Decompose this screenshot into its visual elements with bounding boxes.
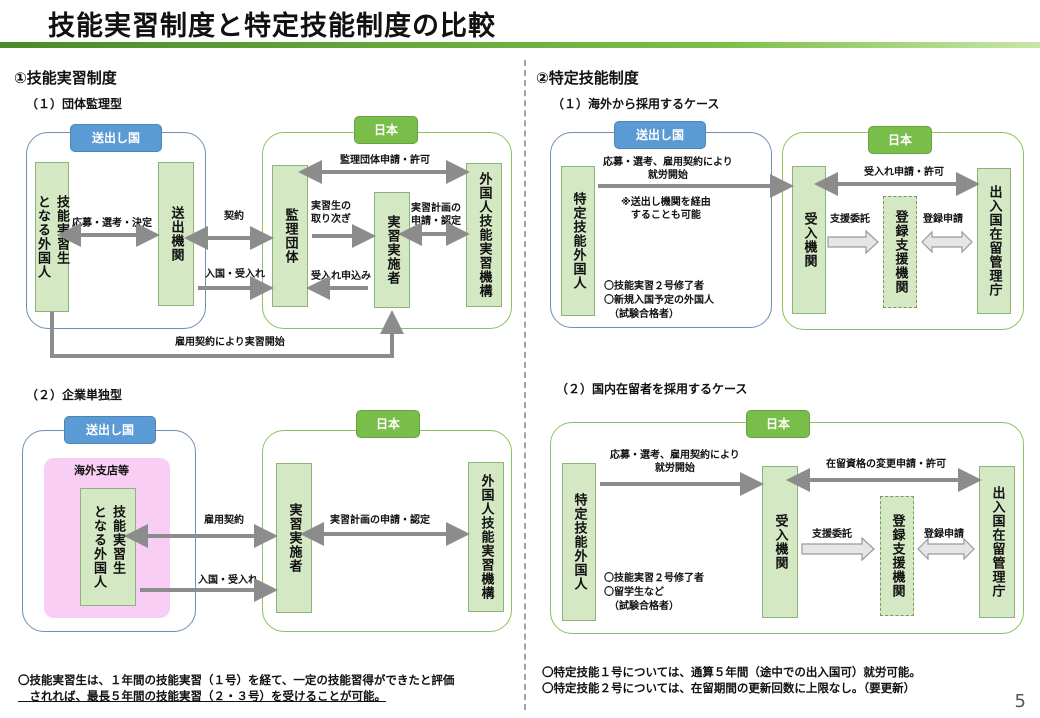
arrow-employment bbox=[50, 310, 404, 358]
section-divider bbox=[524, 60, 526, 710]
left-heading: ①技能実習制度 bbox=[14, 69, 117, 87]
right-case1-subheading: （１）海外から採用するケース bbox=[552, 97, 720, 111]
recruit-label-r1: 応募・選考、雇用契約により 就労開始 bbox=[603, 157, 733, 181]
page-number: 5 bbox=[1014, 691, 1026, 712]
status-change-label: 在留資格の変更申請・許可 bbox=[826, 459, 946, 470]
left-case2-subheading: （２）企業単独型 bbox=[26, 388, 123, 402]
recruit-label-r2: 応募・選考、雇用契約により 就労開始 bbox=[610, 450, 740, 474]
left-case1-subheading: （１）団体監理型 bbox=[26, 97, 123, 111]
supervising-org-box: 監理団体 bbox=[272, 165, 308, 307]
condition-r2-3: （試験合格者） bbox=[604, 601, 679, 612]
support-org-box-r1: 登録支援機関 bbox=[883, 196, 917, 308]
condition-r1-3: （試験合格者） bbox=[604, 309, 679, 320]
register-label-r2: 登録申請 bbox=[924, 529, 964, 540]
plan-apply-label-2: 実習計画の申請・認定 bbox=[330, 515, 430, 526]
via-agency-label: ※送出し機関を経由 することも可能 bbox=[621, 197, 711, 221]
support-org-box-r2: 登録支援機関 bbox=[880, 496, 914, 616]
accept-apply-label: 受入れ申込み bbox=[311, 271, 371, 282]
entry-label: 入国・受入れ bbox=[205, 269, 265, 280]
sending-country-label: 送出し国 bbox=[70, 124, 162, 152]
immigration-box-r2: 出入国在留管理庁 bbox=[979, 466, 1015, 618]
worker-box-r2: 特定技能外国人 bbox=[562, 463, 596, 621]
condition-r1-1: 〇技能実習２号修了者 bbox=[604, 281, 704, 292]
right-note-2: 〇特定技能２号については、在留期間の更新回数に上限なし。（要更新） bbox=[542, 681, 916, 695]
title-bar bbox=[0, 42, 1040, 48]
right-case2-subheading: （２）国内在留者を採用するケース bbox=[556, 382, 748, 396]
condition-r2-1: 〇技能実習２号修了者 bbox=[604, 573, 704, 584]
employment-start-label: 雇用契約により実習開始 bbox=[175, 337, 285, 348]
page-title: 技能実習制度と特定技能制度の比較 bbox=[48, 11, 496, 42]
contract-label: 契約 bbox=[224, 211, 244, 222]
right-heading: ②特定技能制度 bbox=[536, 69, 639, 87]
left-note-1: 〇技能実習生は、１年間の技能実習（１号）を経て、一定の技能習得ができたと評価 bbox=[18, 673, 455, 687]
arrow-support-r2 bbox=[801, 536, 875, 562]
arrow-register-r2 bbox=[917, 537, 975, 561]
left-note-2: されれば、最長５年間の技能実習（２・３号）を受けることが可能。 bbox=[18, 689, 386, 703]
mediate-label: 実習生の 取り次ぎ bbox=[311, 201, 351, 225]
otit-box: 外国人技能実習機構 bbox=[466, 163, 502, 307]
overseas-branch-label: 海外支店等 bbox=[74, 464, 129, 477]
condition-r1-2: 〇新規入国予定の外国人 bbox=[604, 295, 714, 306]
sending-country-label-r: 送出し国 bbox=[614, 121, 706, 149]
worker-box-r1: 特定技能外国人 bbox=[561, 166, 595, 316]
implementing-org-box: 実習実施者 bbox=[374, 192, 410, 308]
entry-label-2: 入国・受入れ bbox=[198, 575, 258, 586]
trainee-box-2: 技能実習生 となる外国人 bbox=[80, 488, 136, 606]
plan-apply-label: 実習計画の 申請・認定 bbox=[411, 203, 461, 227]
employment-label-2: 雇用契約 bbox=[204, 515, 244, 526]
japan-label-r: 日本 bbox=[868, 126, 932, 154]
register-label-r1: 登録申請 bbox=[923, 214, 963, 225]
immigration-box-r1: 出入国在留管理庁 bbox=[977, 168, 1011, 314]
support-label-r2: 支援委託 bbox=[812, 529, 852, 540]
japan-label-2: 日本 bbox=[356, 410, 420, 438]
japan-label: 日本 bbox=[354, 116, 418, 144]
arrow-support-r1 bbox=[827, 229, 879, 255]
condition-r2-2: 〇留学生など bbox=[604, 587, 664, 598]
sending-country-label-2: 送出し国 bbox=[64, 416, 156, 444]
japan-label-r2: 日本 bbox=[746, 410, 810, 438]
arrow-register-r1 bbox=[921, 230, 973, 254]
support-label-r1: 支援委託 bbox=[830, 214, 870, 225]
right-note-1: 〇特定技能１号については、通算５年間（途中での出入国可）就労可能。 bbox=[542, 665, 921, 679]
